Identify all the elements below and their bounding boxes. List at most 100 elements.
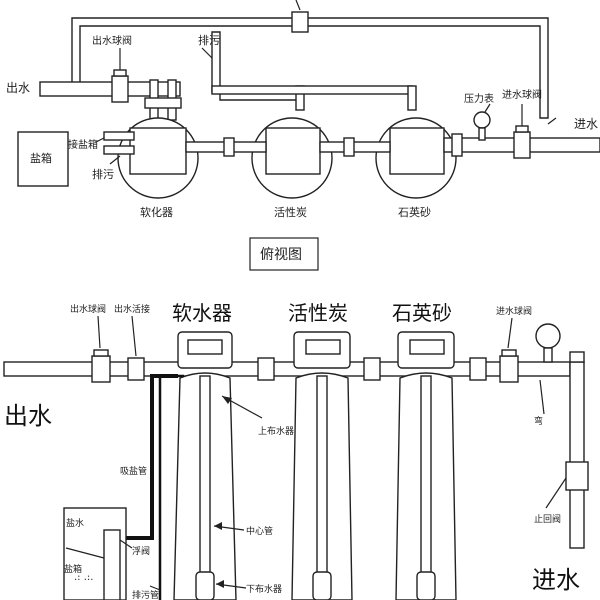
carbon-center-pipe xyxy=(316,375,328,577)
outlet-ball-valve-handle-front xyxy=(93,349,109,357)
softener-display xyxy=(187,339,223,355)
center-pipe-arrowhead xyxy=(214,522,222,530)
label-drain-top: 排污 xyxy=(198,33,220,47)
quartz-center-pipe xyxy=(420,375,432,577)
outlet-union-front xyxy=(127,357,145,381)
pressure-gauge-stem-front xyxy=(543,347,553,363)
union-front-1 xyxy=(257,357,275,381)
brine-water-arrow xyxy=(65,547,105,559)
pressure-gauge-front xyxy=(535,323,561,349)
label-brine-connector: 接盐箱 xyxy=(68,138,98,151)
outlet-ball-valve-handle xyxy=(113,69,127,77)
label-water-out-top: 出水 xyxy=(6,81,30,95)
label-center-pipe: 中心管 xyxy=(246,525,273,537)
label-quartz-front: 石英砂 xyxy=(392,301,452,325)
top-view-title: 俯视图 xyxy=(260,247,302,263)
softener-center-pipe xyxy=(199,375,211,577)
front-view: .: .:. 软水器 活性炭 石英砂 出水球阀 出水活接 进水球阀 出水 进水 … xyxy=(3,301,589,600)
union-front-3 xyxy=(469,357,487,381)
label-brine-box-top: 盐箱 xyxy=(30,151,52,165)
brine-well xyxy=(103,529,121,600)
top-view: 出水 出水球阀 排污 盐箱 接盐箱 排污 软化器 活性炭 石英砂 压力表 进水球… xyxy=(6,0,600,271)
pipe-carbon-quartz xyxy=(319,141,391,153)
check-valve-front xyxy=(565,461,589,491)
top-view-title-box xyxy=(249,237,319,271)
carbon-display xyxy=(305,339,341,355)
label-drain-pipe: 排污管 xyxy=(132,589,159,600)
quartz-lower-distributor xyxy=(416,571,436,600)
drain-left-pipe xyxy=(103,145,135,155)
label-water-in-front: 进水 xyxy=(532,566,580,594)
softener-lower-distributor xyxy=(195,571,215,600)
quartz-valve-head xyxy=(389,127,445,175)
label-suction-pipe: 吸盐管 xyxy=(120,465,147,477)
outlet-ball-valve-body xyxy=(111,75,129,103)
inlet-ball-valve-handle xyxy=(515,125,529,133)
label-softener-top: 软化器 xyxy=(140,205,173,219)
label-upper-distributor: 上布水器 xyxy=(258,425,294,437)
float-valve-arrow xyxy=(119,539,133,549)
label-outlet-union-front: 出水活接 xyxy=(114,303,150,315)
inlet-ball-valve-front xyxy=(499,355,519,383)
drain-line xyxy=(158,374,184,600)
label-outlet-ball-valve-top: 出水球阀 xyxy=(92,34,132,47)
union-2 xyxy=(343,137,355,157)
label-carbon-front: 活性炭 xyxy=(288,301,348,325)
label-lower-distributor: 下布水器 xyxy=(246,583,282,595)
label-pressure-gauge: 压力表 xyxy=(464,92,494,105)
inlet-elbow xyxy=(569,351,585,363)
carbon-lower-distributor xyxy=(312,571,332,600)
outlet-valve-arrow-front xyxy=(97,315,101,349)
elbow-arrow xyxy=(539,379,545,415)
label-elbow: 弯 xyxy=(534,415,543,427)
inlet-riser xyxy=(569,361,585,549)
label-quartz-top: 石英砂 xyxy=(398,205,431,219)
drain-top-arrow xyxy=(201,47,213,59)
label-brine-box-front: 盐箱 xyxy=(64,563,82,575)
drain-left-arrow xyxy=(109,155,121,165)
check-valve-arrow xyxy=(545,477,567,509)
label-drain-left: 排污 xyxy=(92,167,114,181)
top-bypass-valve xyxy=(291,11,309,33)
drain-manifold xyxy=(211,85,413,95)
label-carbon-top: 活性炭 xyxy=(274,205,307,219)
outlet-ball-valve-front xyxy=(91,355,111,383)
brine-connector-pipe xyxy=(103,131,135,141)
label-softener-front: 软水器 xyxy=(172,301,232,325)
pressure-gauge-dial xyxy=(473,111,491,129)
pressure-gauge-stem xyxy=(478,127,486,141)
inlet-valve-arrow-front xyxy=(507,317,513,349)
outlet-pipe xyxy=(39,81,181,97)
top-bypass-pipe xyxy=(71,17,549,119)
inlet-ball-valve-handle-front xyxy=(501,349,517,357)
top-valve-arrow xyxy=(295,0,301,11)
gauge-arrow xyxy=(484,103,491,113)
label-float-valve: 浮阀 xyxy=(132,545,150,557)
brine-box-top xyxy=(17,131,69,187)
label-check-valve: 止回阀 xyxy=(534,513,561,525)
carbon-valve-head xyxy=(265,127,321,175)
brine-salt-marks: .: .:. xyxy=(74,572,93,583)
brine-connector-arrow xyxy=(95,137,105,143)
label-outlet-ball-valve-front: 出水球阀 xyxy=(70,303,106,315)
water-in-arrow xyxy=(547,117,557,125)
union-front-2 xyxy=(363,357,381,381)
label-inlet-ball-valve-front: 进水球阀 xyxy=(496,305,532,317)
label-inlet-ball-valve-top: 进水球阀 xyxy=(502,88,542,101)
outlet-union-arrow-front xyxy=(131,315,137,357)
label-water-out-front: 出水 xyxy=(4,402,52,430)
quartz-display xyxy=(409,339,445,355)
label-brine-water: 盐水 xyxy=(66,517,84,529)
softener-union xyxy=(144,97,182,109)
quartz-riser xyxy=(407,85,417,111)
union-3 xyxy=(451,133,463,157)
lower-distributor-arrowhead xyxy=(216,580,224,588)
union-1 xyxy=(223,137,235,157)
softener-valve-head xyxy=(129,127,187,175)
label-water-in-top: 进水 xyxy=(574,117,598,131)
upper-distributor-arrowhead xyxy=(222,396,232,404)
drain-pipe-arrow xyxy=(149,585,161,591)
inlet-ball-valve-body xyxy=(513,131,531,159)
